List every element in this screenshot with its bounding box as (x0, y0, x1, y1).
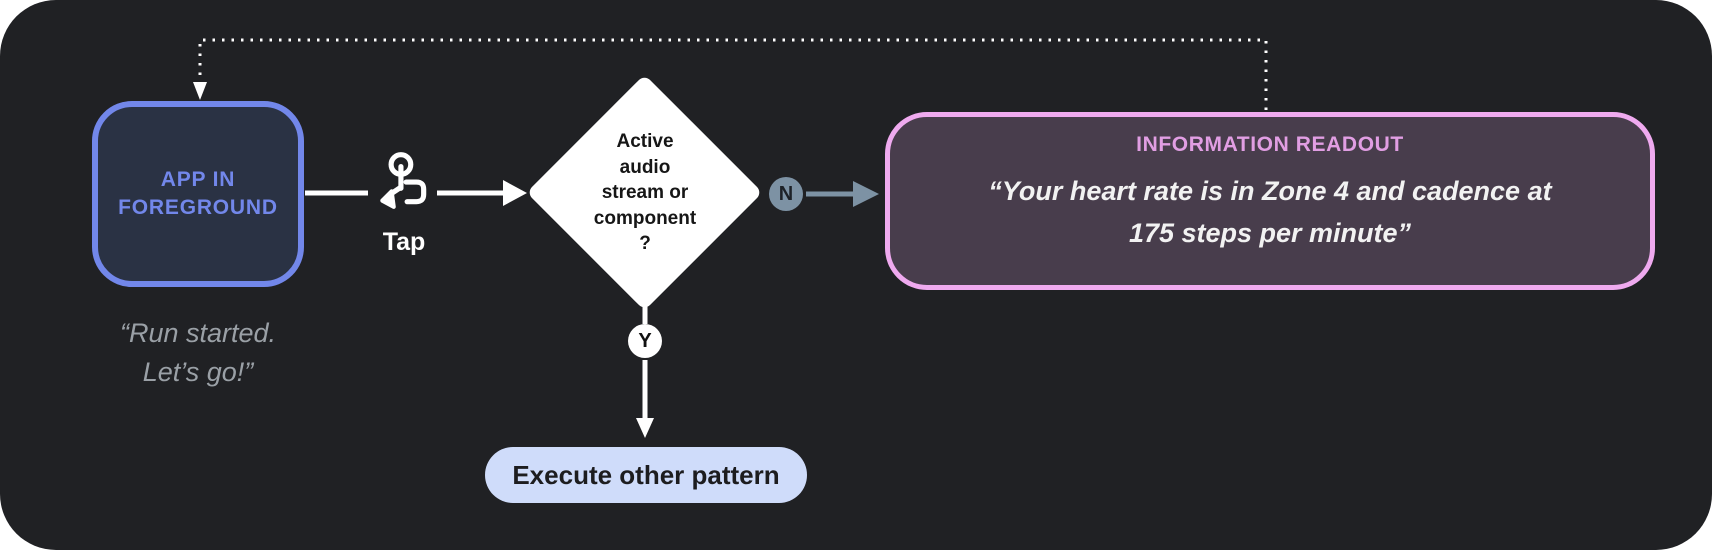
readout-quote: “Your heart rate is in Zone 4 and cadenc… (988, 171, 1551, 255)
decision-line: audio (619, 156, 671, 178)
app-node-label-line1: APP IN (160, 167, 236, 191)
decision-line: component (593, 207, 697, 229)
action-pill-label: Execute other pattern (512, 459, 780, 490)
app-in-foreground-node: APP IN FOREGROUND (92, 101, 304, 287)
no-branch-badge: N (769, 177, 803, 211)
no-to-readout-arrowhead (853, 181, 879, 207)
yes-to-action-arrowhead (636, 418, 654, 438)
tap-label: Tap (382, 228, 426, 256)
yes-branch-badge: Y (628, 324, 662, 358)
tap-to-decision-arrowhead (503, 180, 527, 206)
readout-quote-line2: 175 steps per minute” (1128, 217, 1412, 248)
app-caption-line2: Let’s go!” (142, 357, 254, 388)
execute-other-pattern-node: Execute other pattern (485, 447, 807, 503)
tap-gesture-icon (380, 152, 427, 209)
decision-line: ? (639, 233, 651, 255)
information-readout-node: INFORMATION READOUT “Your heart rate is … (885, 112, 1655, 290)
app-caption-line1: “Run started. (119, 318, 277, 348)
decision-line: stream or (601, 182, 689, 204)
readout-title: INFORMATION READOUT (1136, 133, 1404, 156)
app-node-label-line2: FOREGROUND (118, 196, 278, 219)
feedback-dotted-path (198, 38, 1268, 110)
feedback-arrowhead (193, 82, 207, 100)
app-voice-caption: “Run started. Let’s go!” (72, 314, 324, 392)
decision-text: Active audio stream or component ? (527, 112, 763, 274)
readout-quote-line1: “Your heart rate is in Zone 4 and cadenc… (988, 176, 1552, 206)
decision-line: Active (616, 131, 674, 153)
